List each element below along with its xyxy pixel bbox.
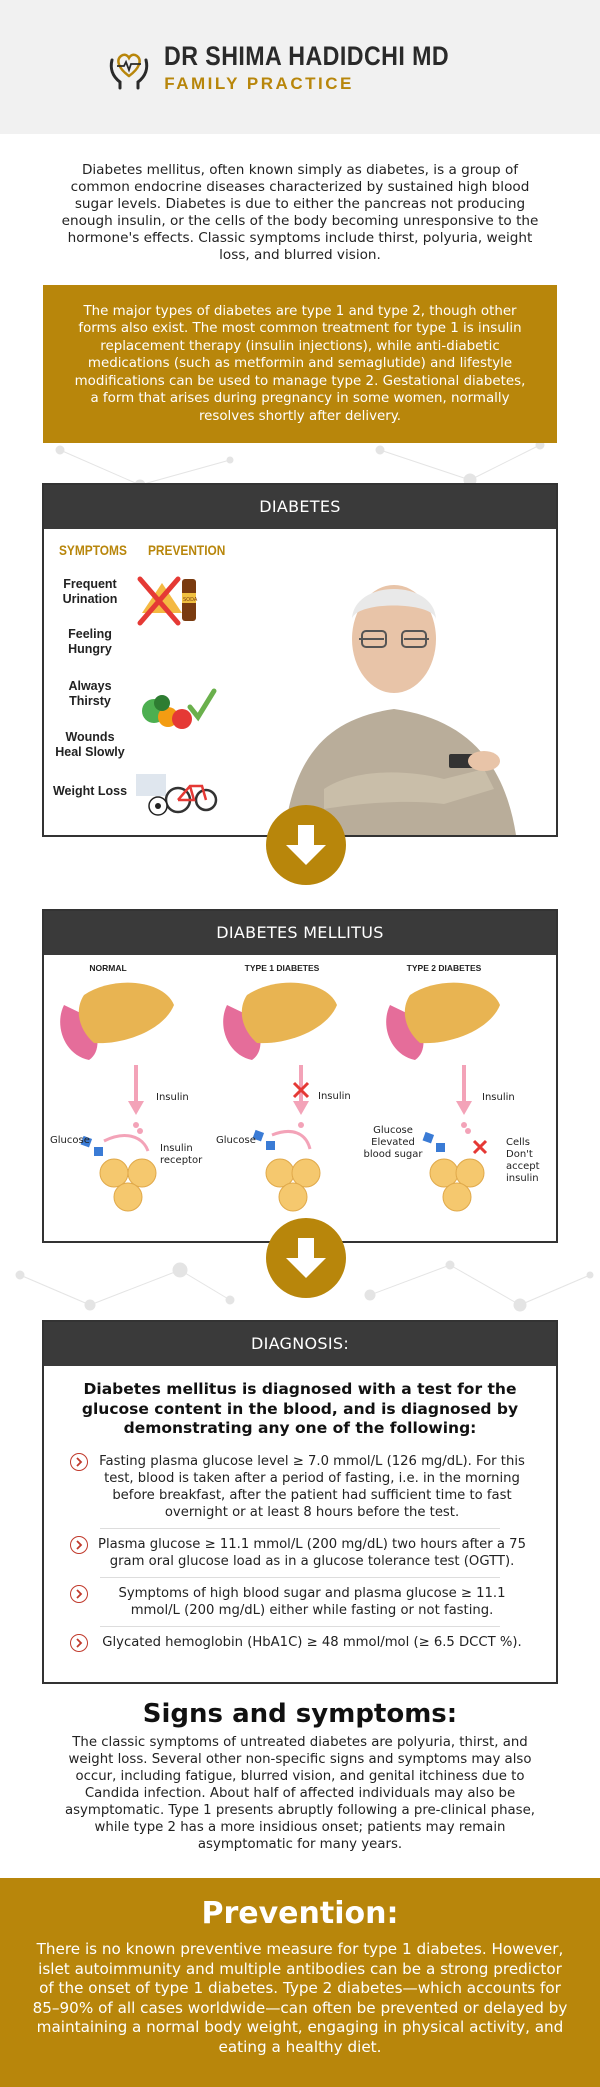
glucose-elevated-label: Glucose Elevated blood sugar [363, 1125, 423, 1160]
pancreas-icon [223, 982, 337, 1060]
divider [100, 1576, 500, 1578]
column-title-type1: TYPE 1 DIABETES [244, 963, 320, 973]
signs-body: The classic symptoms of untreated diabet… [64, 1735, 536, 1852]
pancreas-diagram [60, 982, 500, 1212]
soda-label: SODA [183, 597, 198, 603]
prevention-body: There is no known preventive measure for… [32, 1940, 568, 2056]
glucose-label: Glucose [216, 1135, 256, 1146]
down-arrow-icon [266, 805, 346, 885]
panel-title: DIABETES [44, 485, 556, 529]
diabetes-panel: DIABETES SYMPTOMS PREVENTION Frequent Ur… [42, 483, 558, 837]
signs-title: Signs and symptoms: [142, 1699, 458, 1729]
prevention-section: Prevention: There is no known preventive… [0, 1878, 600, 2087]
diagnosis-panel: DIAGNOSIS: Diabetes mellitus is diagnose… [42, 1320, 558, 1684]
insulin-receptor-label: Insulin receptor [160, 1143, 203, 1166]
pancreas-icon [386, 982, 500, 1060]
no-junk-food-icon: SODA [137, 576, 198, 626]
symptoms-heading: SYMPTOMS [59, 542, 127, 558]
column-title-normal: NORMAL [89, 963, 127, 973]
diagnosis-intro: Diabetes mellitus is diagnosed with a te… [81, 1380, 519, 1437]
site-header: DR SHIMA HADIDCHI MD FAMILY PRACTICE [0, 0, 600, 134]
chevron-right-icon [70, 1535, 88, 1554]
diagnosis-criterion: Glycated hemoglobin (HbA1C) ≥ 48 mmol/mo… [60, 1633, 540, 1652]
practice-name: DR SHIMA HADIDCHI MD [164, 40, 450, 71]
symptom-item: Weight Loss [52, 784, 128, 798]
diabetes-mellitus-panel: DIABETES MELLITUS NORMAL TYPE 1 DIABETES… [42, 909, 558, 1243]
divider [100, 1625, 500, 1627]
insulin-label: Insulin [156, 1092, 189, 1103]
healthy-food-icon [142, 688, 217, 729]
symptom-item: Feeling Hungry [68, 627, 112, 656]
chevron-right-icon [70, 1452, 88, 1471]
panel-title: DIAGNOSIS: [44, 1322, 556, 1366]
insulin-label: Insulin [482, 1092, 515, 1103]
column-title-type2: TYPE 2 DIABETES [406, 963, 482, 973]
diabetes-types-box: The major types of diabetes are type 1 a… [43, 285, 557, 443]
signs-section: Signs and symptoms: The classic symptoms… [50, 1698, 550, 1853]
symptom-item: Wounds Heal Slowly [55, 730, 125, 759]
chevron-right-icon [70, 1584, 88, 1603]
cells-dont-accept-label: Cells Don't accept insulin [506, 1137, 540, 1184]
diabetes-types-text: The major types of diabetes are type 1 a… [74, 304, 526, 424]
exercise-icon [136, 774, 218, 816]
intro-paragraph: Diabetes mellitus, often known simply as… [61, 162, 539, 263]
diagnosis-criterion: Symptoms of high blood sugar and plasma … [60, 1584, 540, 1619]
chevron-right-icon [70, 1633, 88, 1652]
practice-logo[interactable]: DR SHIMA HADIDCHI MD FAMILY PRACTICE [104, 41, 495, 94]
prevention-title: Prevention: [201, 1896, 399, 1931]
hands-heart-logo-icon [110, 53, 149, 90]
pancreas-icon [60, 982, 174, 1060]
diagnosis-criterion: Plasma glucose ≥ 11.1 mmol/L (200 mg/dL)… [60, 1535, 540, 1570]
down-arrow-icon [266, 1218, 346, 1298]
man-testing-blood-sugar-photo [244, 529, 556, 835]
glucose-label: Glucose [50, 1135, 90, 1146]
prevention-heading: PREVENTION [148, 542, 226, 558]
panel-title: DIABETES MELLITUS [44, 911, 556, 955]
divider [100, 1527, 500, 1529]
diagnosis-criterion: Fasting plasma glucose level ≥ 7.0 mmol/… [60, 1452, 540, 1521]
insulin-label: Insulin [318, 1091, 351, 1102]
symptom-item: Always Thirsty [68, 679, 112, 708]
symptom-item: Frequent Urination [62, 577, 118, 606]
practice-subtitle: FAMILY PRACTICE [164, 73, 354, 93]
